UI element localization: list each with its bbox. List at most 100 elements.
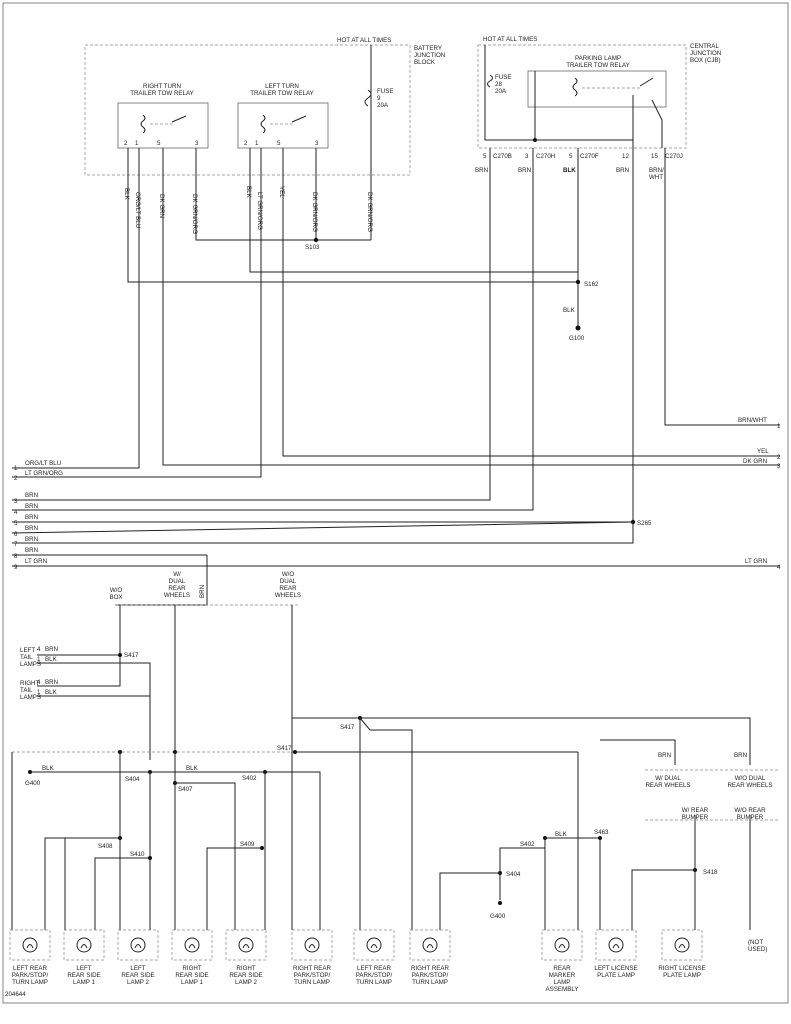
connector-c270f: C270F xyxy=(580,153,599,160)
lamp-housing xyxy=(353,929,395,961)
svg-text:BRN: BRN xyxy=(25,547,38,554)
svg-text:15: 15 xyxy=(651,153,658,160)
svg-text:LT GRN: LT GRN xyxy=(745,558,767,565)
filament-icon xyxy=(308,944,316,949)
lamp-housing xyxy=(661,929,703,961)
svg-text:S402: S402 xyxy=(242,775,257,782)
lamp-housing xyxy=(225,929,267,961)
svg-text:BRN: BRN xyxy=(475,167,488,174)
filament-icon xyxy=(242,944,250,949)
svg-text:1: 1 xyxy=(255,140,259,147)
svg-text:S417: S417 xyxy=(340,724,355,731)
svg-text:BRN/WHT: BRN/WHT xyxy=(738,417,767,424)
svg-text:1: 1 xyxy=(777,423,781,430)
svg-text:BRN: BRN xyxy=(25,492,38,499)
bulb-icon xyxy=(608,937,624,953)
svg-text:2: 2 xyxy=(14,475,18,482)
svg-text:DK GRN/ORG: DK GRN/ORG xyxy=(191,194,198,234)
svg-text:BRN: BRN xyxy=(45,646,58,653)
svg-text:BRN/WHT: BRN/WHT xyxy=(649,167,664,181)
svg-text:2: 2 xyxy=(777,454,781,461)
svg-text:ORG/LT BLU: ORG/LT BLU xyxy=(134,192,141,228)
filament-icon xyxy=(612,944,620,949)
bulb-icon xyxy=(238,937,254,953)
svg-text:BLK: BLK xyxy=(555,831,568,838)
lamp-housing xyxy=(117,929,159,961)
svg-text:3: 3 xyxy=(315,140,319,147)
diagram-id: 204644 xyxy=(5,991,26,998)
svg-text:BLK: BLK xyxy=(563,307,576,314)
fuse-28-symbol xyxy=(487,74,493,88)
svg-text:BLK: BLK xyxy=(45,689,58,696)
svg-text:LT GRN/ORG: LT GRN/ORG xyxy=(25,470,63,477)
svg-text:YEL: YEL xyxy=(757,448,769,455)
svg-text:BRN: BRN xyxy=(658,752,671,759)
svg-text:3: 3 xyxy=(777,463,781,470)
svg-text:1: 1 xyxy=(14,465,18,472)
filament-icon xyxy=(26,944,34,949)
svg-text:S407: S407 xyxy=(178,786,193,793)
svg-text:8: 8 xyxy=(14,553,18,560)
svg-text:2: 2 xyxy=(244,140,248,147)
hot-label-bjb: HOT AT ALL TIMES xyxy=(337,37,391,44)
s162-label: S162 xyxy=(584,281,599,288)
svg-text:6: 6 xyxy=(14,531,18,538)
lamp-housing xyxy=(409,929,451,961)
svg-text:DK GRN: DK GRN xyxy=(158,194,165,218)
filament-icon xyxy=(678,944,686,949)
svg-text:BRN: BRN xyxy=(25,536,38,543)
svg-text:ORG/LT BLU: ORG/LT BLU xyxy=(25,460,61,467)
lamp-housing xyxy=(9,929,51,961)
s162-splice xyxy=(575,279,581,285)
svg-text:LT GRN: LT GRN xyxy=(25,558,47,565)
bjb-wires: S103 BLK ORG/LT BLU DK GRN DK GRN/ORG BL… xyxy=(12,148,780,478)
svg-text:S417: S417 xyxy=(277,745,292,752)
svg-text:BLK: BLK xyxy=(42,765,55,772)
svg-text:DK GRN/ORG: DK GRN/ORG xyxy=(311,192,318,232)
diagram-frame xyxy=(2,2,789,1004)
svg-text:S463: S463 xyxy=(594,829,609,836)
svg-text:BRN: BRN xyxy=(45,679,58,686)
lamp-housing xyxy=(595,929,637,961)
s265-label: S265 xyxy=(637,520,652,527)
s103-splice xyxy=(313,237,319,243)
svg-text:S417: S417 xyxy=(124,652,139,659)
svg-text:3: 3 xyxy=(14,498,18,505)
svg-text:BRN: BRN xyxy=(25,525,38,532)
filament-icon xyxy=(558,944,566,949)
connector-c270j: C270J xyxy=(665,153,683,160)
connector-c270b: C270B xyxy=(493,153,512,160)
svg-text:BRN: BRN xyxy=(518,167,531,174)
svg-text:BRN: BRN xyxy=(616,167,629,174)
svg-text:9: 9 xyxy=(14,564,18,571)
lamp-housing xyxy=(291,929,333,961)
svg-text:BLK: BLK xyxy=(186,765,199,772)
svg-text:G400: G400 xyxy=(490,913,506,920)
